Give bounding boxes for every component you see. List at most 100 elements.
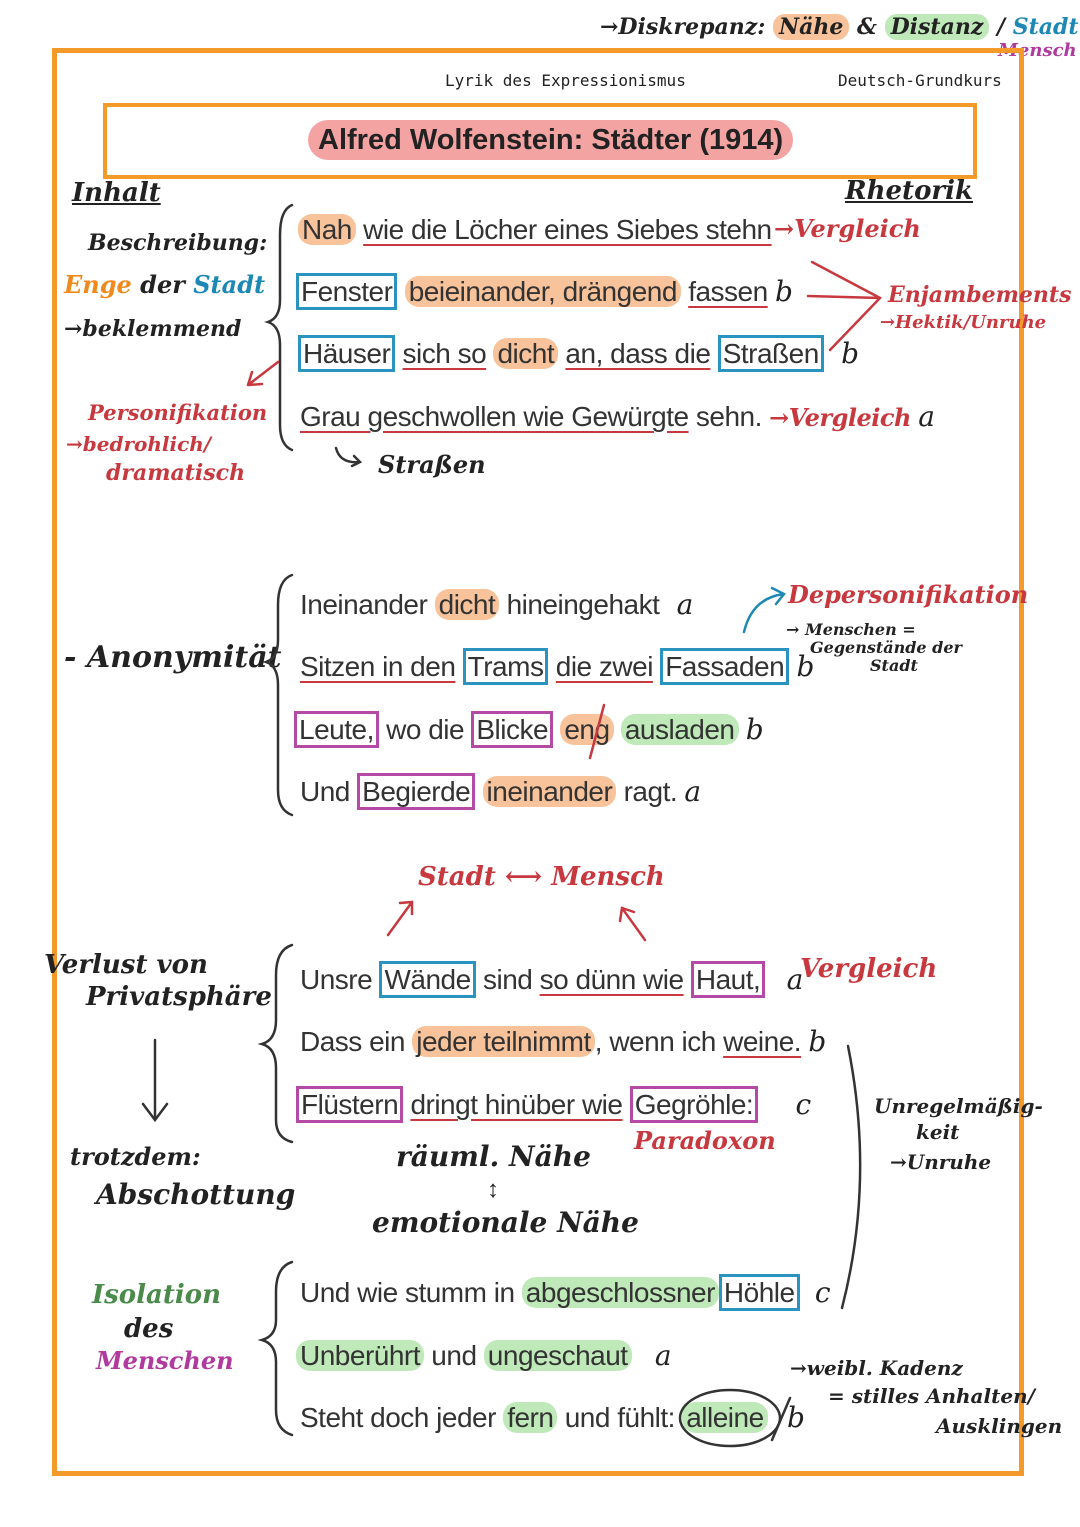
word-ineinander-2: ineinander	[482, 776, 617, 807]
note-stilles-2: Ausklingen	[936, 1414, 1063, 1438]
note-menschen-1: → Menschen =	[786, 620, 916, 639]
word-hoehle: Höhle	[718, 1274, 800, 1311]
unregelmaessig-unruhe: →Unruhe	[890, 1150, 992, 1174]
word-hineingehakt: hineingehakt	[506, 589, 660, 620]
stanza4-line3: Steht doch jeder fern und fühlt: alleine…	[300, 1398, 805, 1438]
word-trams: Trams	[462, 648, 549, 685]
word-jeder-teilnimmt: jeder teilnimmt	[412, 1026, 595, 1057]
rhetorik-enjambements: Enjambements	[888, 282, 1072, 308]
word-wenn-ich: , wenn ich	[594, 1026, 717, 1057]
brace-stanza4	[257, 1260, 294, 1437]
title-box	[103, 103, 977, 179]
stanza3-line3: Flüstern dringt hinüber wie Gegröhle: c	[296, 1085, 811, 1125]
label-anonymitaet: - Anonymität	[64, 640, 282, 675]
slash-eng-ausladen	[588, 703, 606, 760]
word-sehn: sehn.	[695, 401, 763, 432]
word-dicht-2: dicht	[434, 589, 500, 620]
word-steht-doch-jeder: Steht doch jeder	[300, 1402, 496, 1433]
stanza2-line3: Leute, wo die Blicke eng ausladen b	[294, 710, 764, 750]
arrow-depersonifikation-icon	[742, 586, 786, 634]
word-so-duenn-wie: so dünn wie	[539, 964, 684, 995]
top-note-stadt: Stadt	[1012, 14, 1079, 40]
rhetorik-depersonifikation: Depersonifikation	[788, 580, 1029, 609]
top-note-and: &	[857, 14, 877, 40]
arc-unregelmaessig	[840, 1044, 862, 1310]
word-die-zwei: die zwei	[555, 651, 654, 682]
word-alleine: alleine	[682, 1402, 768, 1433]
top-note-mensch: Mensch	[998, 40, 1077, 61]
label-verlust-2: Privatsphäre	[86, 982, 272, 1012]
rhyme-s3-l2: b	[808, 1025, 826, 1058]
word-haeuser: Häuser	[298, 335, 396, 372]
stanza3-line2: Dass ein jeder teilnimmt, wenn ich weine…	[300, 1022, 826, 1062]
page-frame	[52, 48, 1024, 1476]
word-fluestern: Flüstern	[296, 1086, 404, 1123]
word-strassen: Straßen	[717, 335, 824, 372]
word-fassaden: Fassaden	[660, 648, 790, 685]
top-note: →Diskrepanz: Nähe & Distanz / Stadt	[600, 14, 1079, 40]
word-sich-so: sich so	[402, 338, 487, 369]
brace-stanza1	[264, 203, 294, 452]
word-beieinander-draengend: beieinander, drängend	[404, 276, 681, 307]
label-beschreibung: Beschreibung:	[88, 230, 268, 256]
arrow-mensch-icon	[618, 906, 647, 942]
arrow-down-icon	[141, 1038, 169, 1123]
word-unsre: Unsre	[300, 964, 373, 995]
word-ineinander-1: Ineinander	[300, 589, 428, 620]
word-waende: Wände	[379, 961, 476, 998]
note-weibl-kadenz: →weibl. Kadenz	[790, 1356, 963, 1380]
brace-stanza2	[262, 573, 294, 817]
label-enge: Enge	[64, 270, 132, 299]
label-menschen: Menschen	[96, 1346, 234, 1375]
word-abgeschlossner: abgeschlossner	[521, 1277, 719, 1308]
word-ragt: ragt.	[623, 776, 678, 807]
word-gegroehle: Gegröhle:	[629, 1086, 759, 1123]
rhyme-s4-l1: c	[814, 1276, 831, 1309]
rhyme-s2-l4: a	[684, 775, 701, 808]
stanza1-line4: Grau geschwollen wie Gewürgte sehn. →Ver…	[300, 397, 935, 437]
label-rhetorik: Rhetorik	[845, 176, 973, 206]
label-abschottung: Abschottung	[96, 1178, 296, 1211]
word-dicht-1: dicht	[493, 338, 559, 369]
stanza2-line2: Sitzen in den Trams die zwei Fassaden b	[300, 647, 814, 687]
rhyme-s1-l4: a	[918, 400, 935, 433]
arrow-personifikation-icon	[246, 360, 280, 387]
page-title: Alfred Wolfenstein: Städter (1914)	[308, 120, 794, 160]
header-right: Deutsch-Grundkurs	[838, 71, 1002, 90]
stanza2-line4: Und Begierde ineinander ragt. a	[300, 772, 701, 812]
rhyme-s4-l3: b	[786, 1401, 805, 1434]
arrow-strassen-icon	[334, 446, 363, 468]
label-bedrohlich: →bedrohlich/	[66, 432, 212, 456]
label-isolation: Isolation	[92, 1280, 221, 1310]
word-nah: Nah	[298, 214, 356, 245]
label-trotzdem: trotzdem:	[70, 1142, 201, 1171]
word-haut: Haut,	[690, 961, 766, 998]
brace-stanza3	[257, 943, 294, 1144]
note-menschen-2: Gegenstände der	[810, 638, 962, 657]
stanza1-line2: Fenster beieinander, drängend fassen b	[296, 272, 793, 312]
arrow-enjambements-icon	[806, 260, 883, 352]
rhyme-s2-l1: a	[676, 588, 694, 621]
note-emotionale-naehe: emotionale Nähe	[372, 1206, 639, 1239]
stanza1-line1-rest: wie die Löcher eines Siebes stehn	[363, 214, 772, 245]
label-inhalt: Inhalt	[72, 178, 161, 208]
unregelmaessig-1: Unregelmäßig-	[874, 1094, 1043, 1118]
rhyme-s2-l3: b	[745, 713, 764, 746]
note-menschen-3: Stadt	[870, 656, 918, 675]
arrow-stadt-icon	[386, 900, 414, 937]
word-dass-ein: Dass ein	[300, 1026, 405, 1057]
word-sind: sind	[482, 964, 533, 995]
note-stilles-1: = stilles Anhalten/	[828, 1384, 1035, 1408]
label-enge-der-stadt: Enge der Stadt	[64, 270, 265, 299]
word-unberuehrt: Unberührt	[296, 1340, 425, 1371]
stanza3-line1: Unsre Wände sind so dünn wie Haut, a	[300, 960, 803, 1000]
word-sitzen-in-den: Sitzen in den	[300, 651, 456, 682]
note-raeuml-naehe: räuml. Nähe	[396, 1140, 591, 1173]
word-wo-die: wo die	[386, 714, 465, 745]
top-note-slash: /	[997, 14, 1006, 40]
rhyme-s3-l3: c	[795, 1088, 812, 1121]
word-an-dass-die: an, dass die	[565, 338, 711, 369]
word-blicke: Blicke	[471, 711, 554, 748]
